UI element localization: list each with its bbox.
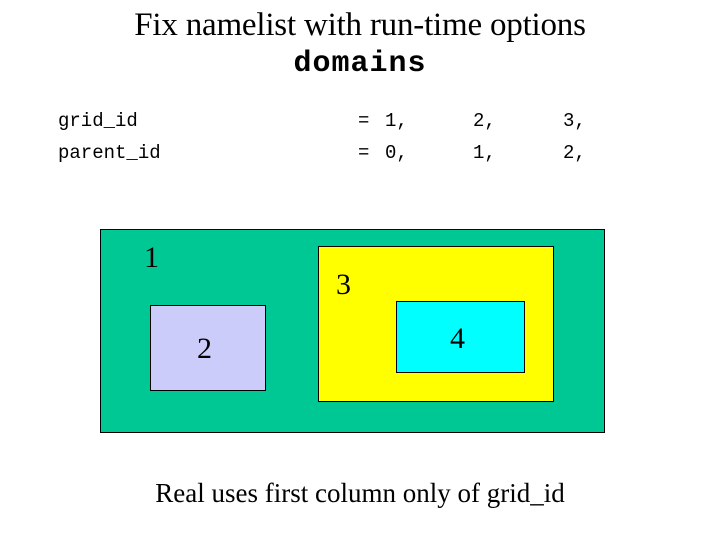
domain-label-1: 1	[144, 241, 159, 274]
namelist-grid-id-value-2: 2,	[473, 110, 496, 132]
namelist-grid-id-value-1: 1,	[385, 110, 408, 132]
domain-box-4	[396, 301, 525, 373]
namelist-parent-id-value-1: 0,	[385, 142, 408, 164]
namelist-parent-id-value-3: 2,	[563, 142, 586, 164]
namelist-row-parent-id: parent_id = 0, 1, 2,	[58, 137, 668, 169]
domain-label-2: 2	[197, 332, 212, 365]
domain-box-2	[150, 305, 266, 391]
namelist-parent-id-value-2: 1,	[473, 142, 496, 164]
slide-caption: Real uses first column only of grid_id	[155, 478, 565, 508]
namelist-key-grid-id: grid_id	[58, 110, 138, 132]
page-title: Fix namelist with run-time options	[134, 7, 586, 43]
namelist-group-title: domains	[293, 47, 427, 81]
namelist-row-grid-id: grid_id = 1, 2, 3,	[58, 105, 668, 137]
namelist-block: grid_id = 1, 2, 3, parent_id = 0, 1, 2,	[58, 105, 668, 169]
namelist-grid-id-value-3: 3,	[563, 110, 586, 132]
namelist-key-parent-id: parent_id	[58, 142, 161, 164]
domain-label-4: 4	[450, 322, 465, 355]
namelist-equals-grid-id: =	[358, 110, 370, 132]
namelist-equals-parent-id: =	[358, 142, 370, 164]
domain-label-3: 3	[336, 268, 351, 301]
